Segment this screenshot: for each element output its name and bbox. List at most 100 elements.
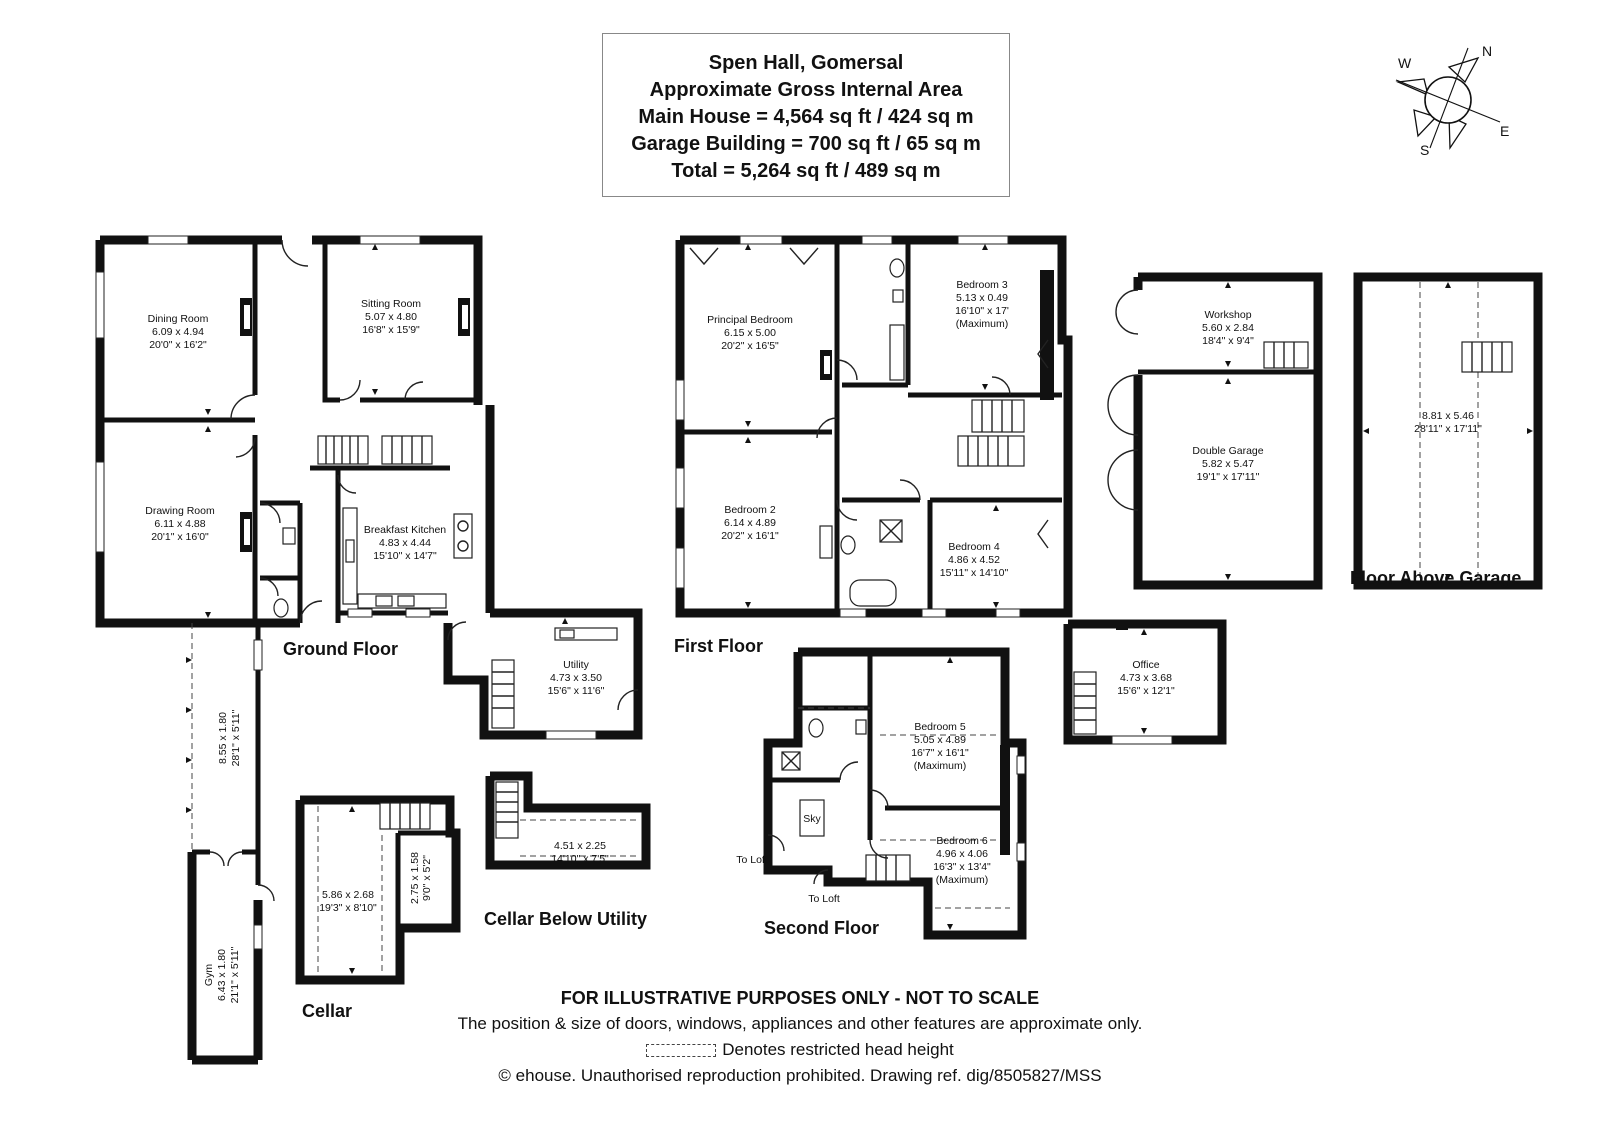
property-name: Spen Hall, Gomersal bbox=[708, 52, 904, 74]
cellar-plan bbox=[295, 795, 461, 985]
cellar-utility-imperial: 14'10" x 7'5" bbox=[551, 853, 609, 865]
bedroom-2: Bedroom 2 6.14 x 4.89 20'2" x 16'1" bbox=[721, 504, 779, 542]
disclaimer-text: The position & size of doors, windows, a… bbox=[457, 1014, 1143, 1033]
cellar-small-metric: 2.75 x 1.58 bbox=[409, 852, 421, 904]
gym-metric: 6.43 x 1.80 bbox=[216, 949, 228, 1001]
gym-name: Gym bbox=[203, 964, 215, 986]
ground-floor-label: Ground Floor bbox=[283, 639, 398, 659]
bedroom-3: Bedroom 3 5.13 x 0.49 16'10" x 17' (Maxi… bbox=[955, 279, 1009, 330]
skylight-label: Sky bbox=[803, 813, 821, 825]
restricted-height-swatch bbox=[646, 1044, 717, 1058]
workshop: Workshop 5.60 x 2.84 18'4" x 9'4" bbox=[1202, 309, 1254, 347]
garage-building-area: Garage Building = 700 sq ft / 65 sq m bbox=[631, 133, 981, 155]
sitting-room-metric: 5.07 x 4.80 bbox=[365, 311, 417, 323]
breakfast-kitchen: Breakfast Kitchen 4.83 x 4.44 15'10" x 1… bbox=[364, 524, 446, 562]
cellar-utility-metric: 4.51 x 2.25 bbox=[554, 840, 606, 852]
gym-imperial: 21'1" x 5'11" bbox=[229, 946, 241, 1003]
principal-metric: 6.15 x 5.00 bbox=[724, 327, 776, 339]
compass-east: E bbox=[1500, 123, 1509, 139]
bed3-name: Bedroom 3 bbox=[956, 279, 1008, 291]
above-garage-room: 8.81 x 5.46 28'11" x 17'11" bbox=[1414, 410, 1482, 435]
utility-imperial: 15'6" x 11'6" bbox=[548, 685, 605, 697]
bedroom-5: Bedroom 5 5.05 x 4.89 16'7" x 16'1" (Max… bbox=[911, 721, 969, 772]
bed4-name: Bedroom 4 bbox=[948, 541, 1000, 553]
cellar-below-utility-plan bbox=[485, 771, 651, 870]
first-floor-plan bbox=[675, 235, 1073, 618]
cellar-small-room: 2.75 x 1.58 9'0" x 5'2" bbox=[409, 852, 433, 904]
dining-room-metric: 6.09 x 4.94 bbox=[152, 326, 204, 338]
cellar-below-utility-label: Cellar Below Utility bbox=[484, 909, 647, 929]
office-plan bbox=[1063, 619, 1227, 745]
double-garage: Double Garage 5.82 x 5.47 19'1" x 17'11" bbox=[1192, 445, 1263, 483]
first-floor-label: First Floor bbox=[674, 636, 763, 656]
sitting-room-imperial: 16'8" x 15'9" bbox=[362, 324, 420, 336]
bed5-imperial: 16'7" x 16'1" bbox=[911, 747, 969, 759]
bedroom-4: Bedroom 4 4.86 x 4.52 15'11" x 14'10" bbox=[940, 541, 1009, 579]
to-loft-label-bottom: To Loft bbox=[808, 893, 840, 905]
second-floor-plan bbox=[763, 647, 1027, 940]
office-imperial: 15'6" x 12'1" bbox=[1117, 685, 1175, 697]
bedroom-6: Bedroom 6 4.96 x 4.06 16'3" x 13'4" (Max… bbox=[933, 835, 991, 886]
cellar-main-room: 5.86 x 2.68 19'3" x 8'10" bbox=[319, 889, 377, 914]
bed4-metric: 4.86 x 4.52 bbox=[948, 554, 1000, 566]
second-floor-label: Second Floor bbox=[764, 918, 879, 938]
utility-name: Utility bbox=[563, 659, 589, 671]
compass-south: S bbox=[1420, 142, 1429, 158]
restricted-height-legend: Denotes restricted head height bbox=[390, 1037, 1210, 1063]
bed5-name: Bedroom 5 bbox=[914, 721, 966, 733]
total-area: Total = 5,264 sq ft / 489 sq m bbox=[671, 160, 941, 182]
cellar-main-imperial: 19'3" x 8'10" bbox=[319, 902, 377, 914]
bed2-name: Bedroom 2 bbox=[724, 504, 776, 516]
workshop-imperial: 18'4" x 9'4" bbox=[1202, 335, 1254, 347]
floor-above-garage-plan bbox=[1353, 272, 1543, 590]
principal-bedroom: Principal Bedroom 6.15 x 5.00 20'2" x 16… bbox=[707, 314, 793, 352]
floor-above-garage-label: Floor Above Garage bbox=[1350, 568, 1521, 588]
bed2-metric: 6.14 x 4.89 bbox=[724, 517, 776, 529]
kitchen-imperial: 15'10" x 14'7" bbox=[373, 550, 437, 562]
corridor: 8.55 x 1.80 28'1" x 5'11" bbox=[217, 709, 242, 766]
office-metric: 4.73 x 3.68 bbox=[1120, 672, 1172, 684]
cellar-small-imperial: 9'0" x 5'2" bbox=[421, 855, 433, 901]
bed6-name: Bedroom 6 bbox=[936, 835, 988, 847]
drawing-room-name: Drawing Room bbox=[145, 505, 215, 517]
sitting-room: Sitting Room 5.07 x 4.80 16'8" x 15'9" bbox=[361, 298, 421, 336]
cellar-label: Cellar bbox=[302, 1001, 352, 1021]
gym: Gym 6.43 x 1.80 21'1" x 5'11" bbox=[203, 946, 241, 1003]
bed4-imperial: 15'11" x 14'10" bbox=[940, 567, 1009, 579]
office-room: Office 4.73 x 3.68 15'6" x 12'1" bbox=[1117, 659, 1175, 697]
compass-north: N bbox=[1482, 43, 1492, 59]
restricted-height-text: Denotes restricted head height bbox=[722, 1040, 954, 1059]
garage-name: Double Garage bbox=[1192, 445, 1263, 457]
bed3-imperial: 16'10" x 17' bbox=[955, 305, 1009, 317]
dining-room-name: Dining Room bbox=[148, 313, 209, 325]
utility-metric: 4.73 x 3.50 bbox=[550, 672, 602, 684]
bed2-imperial: 20'2" x 16'1" bbox=[721, 530, 779, 542]
bed6-metric: 4.96 x 4.06 bbox=[936, 848, 988, 860]
principal-imperial: 20'2" x 16'5" bbox=[721, 340, 779, 352]
bed6-imperial: 16'3" x 13'4" bbox=[933, 861, 991, 873]
workshop-name: Workshop bbox=[1204, 309, 1251, 321]
compass-icon: N E S W bbox=[1395, 43, 1509, 158]
drawing-room: Drawing Room 6.11 x 4.88 20'1" x 16'0" bbox=[145, 505, 215, 543]
main-house-area: Main House = 4,564 sq ft / 424 sq m bbox=[638, 106, 974, 128]
corridor-imperial: 28'1" x 5'11" bbox=[230, 709, 242, 766]
principal-name: Principal Bedroom bbox=[707, 314, 793, 326]
utility-room: Utility 4.73 x 3.50 15'6" x 11'6" bbox=[548, 659, 605, 697]
garage-metric: 5.82 x 5.47 bbox=[1202, 458, 1254, 470]
garage-building-plan bbox=[1107, 272, 1323, 590]
dining-room-imperial: 20'0" x 16'2" bbox=[149, 339, 207, 351]
drawing-room-metric: 6.11 x 4.88 bbox=[154, 518, 205, 530]
above-garage-imperial: 28'11" x 17'11" bbox=[1414, 423, 1482, 435]
dining-room: Dining Room 6.09 x 4.94 20'0" x 16'2" bbox=[148, 313, 209, 351]
area-heading: Approximate Gross Internal Area bbox=[649, 79, 963, 101]
compass-west: W bbox=[1398, 55, 1412, 71]
copyright-text: © ehouse. Unauthorised reproduction proh… bbox=[498, 1066, 1102, 1085]
area-summary-box: Spen Hall, Gomersal Approximate Gross In… bbox=[602, 33, 1010, 197]
above-garage-metric: 8.81 x 5.46 bbox=[1422, 410, 1474, 422]
office-name: Office bbox=[1132, 659, 1159, 671]
ground-floor-plan bbox=[95, 235, 643, 1065]
bed3-metric: 5.13 x 0.49 bbox=[956, 292, 1008, 304]
kitchen-metric: 4.83 x 4.44 bbox=[379, 537, 431, 549]
disclaimer-heading: FOR ILLUSTRATIVE PURPOSES ONLY - NOT TO … bbox=[560, 988, 1040, 1008]
